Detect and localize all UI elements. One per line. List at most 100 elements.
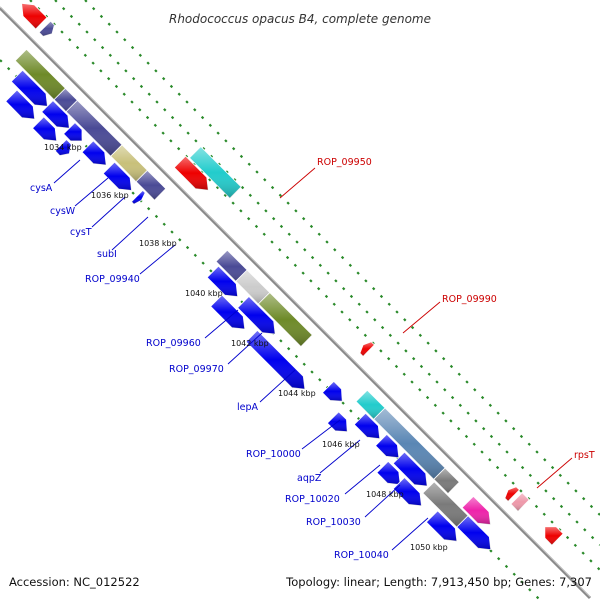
gene-shading (504, 486, 520, 502)
gene-arrow[interactable] (374, 433, 400, 459)
gene-label-aqpZ[interactable]: aqpZ (297, 473, 322, 484)
guide-line-outer-right (84, 0, 600, 516)
gene-arrow[interactable] (130, 189, 146, 205)
gene-shading (393, 452, 428, 486)
gene-shading (11, 70, 48, 107)
gene-label-ROP_09950[interactable]: ROP_09950 (317, 157, 372, 168)
gene-shading (393, 477, 422, 506)
gene-arrow[interactable] (504, 486, 520, 502)
gene-label-ROP_09940[interactable]: ROP_09940 (85, 274, 140, 285)
gene-shading (426, 510, 457, 542)
gene-shading (258, 292, 313, 347)
gene-arrow[interactable] (38, 20, 55, 37)
gene-shading (32, 116, 57, 141)
gene-label-ROP_09970[interactable]: ROP_09970 (169, 364, 224, 375)
gene-shading (207, 266, 238, 297)
gene-arrow[interactable] (353, 412, 381, 440)
gene-box[interactable] (188, 146, 242, 199)
gene-arrow[interactable] (54, 138, 72, 156)
gene-label-cysT[interactable]: cysT (70, 227, 92, 238)
tick-label: 1046 kbp (322, 440, 360, 449)
gene-shading (237, 296, 276, 334)
guide-line-inner-right (54, 0, 600, 546)
gene-shading (15, 49, 66, 100)
gene-shading (63, 122, 82, 141)
gene-shading (462, 496, 491, 525)
gene-shading (354, 413, 380, 439)
tick-label: 1036 kbp (91, 191, 129, 200)
gene-label-rpsT[interactable]: rpsT (574, 450, 595, 461)
gene-shading (41, 100, 70, 129)
gene-label-ROP_10020[interactable]: ROP_10020 (285, 494, 340, 505)
leader-line (139, 244, 176, 275)
leader-line (204, 309, 239, 339)
gene-arrow[interactable] (321, 380, 343, 402)
gene-arrow[interactable] (31, 116, 58, 142)
gene-label-lepA[interactable]: lepA (237, 402, 259, 413)
map-title: Rhodococcus opacus B4, complete genome (169, 12, 431, 26)
gene-arrow[interactable] (81, 140, 107, 166)
gene-shading (235, 270, 270, 304)
gene-shading (216, 250, 249, 283)
gene-shading (136, 170, 166, 200)
gene-box[interactable] (433, 467, 460, 494)
gene-shading (55, 139, 72, 156)
leader-line (279, 167, 316, 199)
tick-label: 1050 kbp (410, 543, 448, 552)
genome-backbone (0, 6, 592, 600)
gene-shading (189, 146, 242, 199)
gene-arrow[interactable] (206, 265, 239, 297)
gene-arrow[interactable] (544, 526, 564, 546)
gene-label-ROP_10000[interactable]: ROP_10000 (246, 449, 301, 460)
gene-shading (103, 162, 132, 191)
leader-line (536, 457, 573, 489)
gene-label-ROP_10040[interactable]: ROP_10040 (334, 550, 389, 561)
gene-label-cysW[interactable]: cysW (50, 206, 76, 217)
leader-line (364, 484, 401, 518)
gene-box[interactable] (135, 169, 167, 201)
gene-label-subI[interactable]: subI (97, 249, 117, 260)
gene-arrow[interactable] (10, 69, 48, 107)
gene-arrow[interactable] (425, 510, 458, 542)
gene-arrow[interactable] (173, 155, 209, 191)
gene-box[interactable] (510, 492, 530, 512)
leader-line (111, 216, 149, 251)
gene-arrow[interactable] (392, 476, 422, 507)
gene-label-ROP_09990[interactable]: ROP_09990 (442, 294, 497, 305)
gene-arrow[interactable] (376, 460, 401, 486)
gene-shading (456, 515, 491, 550)
gene-arrow[interactable] (359, 341, 375, 357)
gene-labels: cysA cysW cysT subI ROP_09940 ROP_09950 … (30, 157, 595, 561)
gene-arrow[interactable] (102, 161, 132, 191)
gene-label-cysA[interactable]: cysA (30, 183, 53, 194)
gene-label-ROP_09960[interactable]: ROP_09960 (146, 338, 201, 349)
gene-arrow[interactable] (5, 89, 36, 120)
leader-line (344, 464, 381, 495)
tick-label: 1034 kbp (44, 143, 82, 152)
gene-shading (422, 481, 469, 527)
tick-label: 1040 kbp (185, 289, 223, 298)
tick-label: 1042 kbp (231, 339, 269, 348)
label-leader-lines (53, 159, 573, 551)
gene-arrow[interactable] (210, 294, 246, 330)
gene-label-ROP_10030[interactable]: ROP_10030 (306, 517, 361, 528)
tick-label: 1048 kbp (366, 490, 404, 499)
tick-label: 1038 kbp (139, 239, 177, 248)
leader-line (391, 517, 429, 551)
gene-arrow[interactable] (21, 2, 48, 30)
guide-line-inner-left (29, 0, 600, 571)
gene-arrow[interactable] (63, 122, 83, 142)
gene-arrow[interactable] (456, 515, 492, 551)
gene-shading (356, 390, 385, 420)
gene-box[interactable] (257, 292, 313, 347)
gene-arrow[interactable] (392, 451, 428, 487)
gene-arrow[interactable] (237, 295, 276, 335)
gene-shading (174, 156, 209, 191)
leader-line (402, 301, 441, 334)
gene-shading (82, 140, 107, 165)
accession-text: Accession: NC_012522 (9, 575, 140, 589)
gene-arrow[interactable] (41, 100, 70, 129)
leader-line (227, 332, 263, 365)
gene-arrow[interactable] (461, 495, 491, 525)
